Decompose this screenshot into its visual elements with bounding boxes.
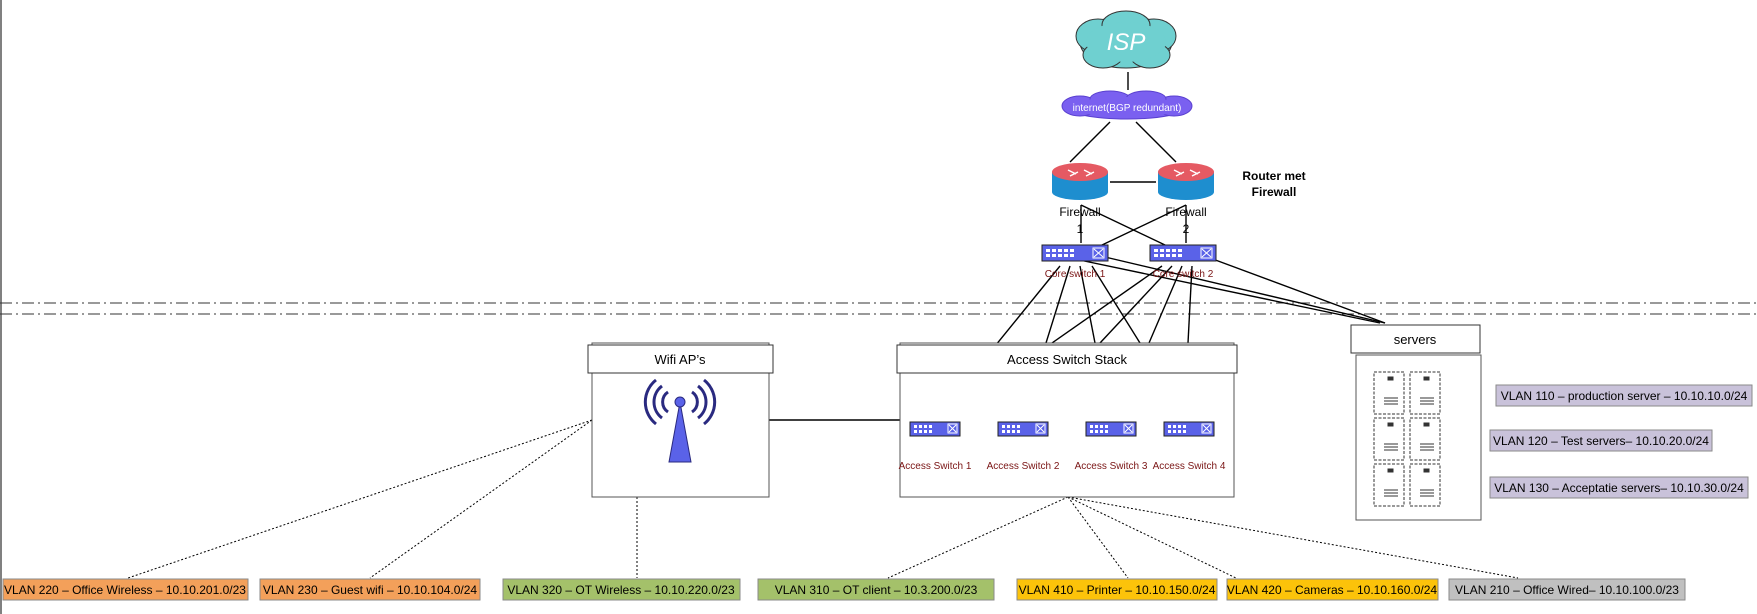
vlan-box [1448, 578, 1686, 601]
server-icon [1409, 371, 1441, 415]
access-switch-2-label: Access Switch 2 [987, 461, 1060, 472]
vlan-box [1489, 429, 1713, 452]
access-switch-1-icon [909, 421, 961, 437]
access-switch-stack-block: Access Switch Stack [896, 342, 1238, 498]
vlan-box [1226, 578, 1439, 601]
antenna-icon [643, 378, 717, 463]
core-switch-2-label: Core switch 2 [1153, 269, 1214, 280]
access-switch-2-icon [997, 421, 1049, 437]
vlan-box [1016, 578, 1218, 601]
vlan-label: VLAN 310 – OT client – 10.3.200.0/23 [775, 583, 978, 597]
internet-cloud: internet(BGP redundant) [1061, 90, 1193, 120]
vlan-label: VLAN 230 – Guest wifi – 10.10.104.0/24 [263, 583, 477, 597]
isp-cloud: ISP [1075, 10, 1177, 69]
server-icon [1409, 417, 1441, 461]
vlan-box [1489, 476, 1749, 499]
server-icon [1373, 463, 1405, 507]
access-switch-3-label: Access Switch 3 [1075, 461, 1148, 472]
isp-label: ISP [1107, 29, 1146, 56]
server-icon [1373, 371, 1405, 415]
router-caption-line1: Router met [1242, 169, 1305, 183]
vlan-box [757, 578, 995, 601]
access-switch-stack-title: Access Switch Stack [1007, 352, 1127, 367]
bottom-vlan-labels: VLAN 220 – Office Wireless – 10.10.201.0… [2, 578, 1686, 601]
router-firewall-1 [1052, 163, 1108, 200]
vlan-label: VLAN 120 – Test servers– 10.10.20.0/24 [1493, 434, 1709, 448]
server-rack-icons [1373, 371, 1441, 507]
firewall-2-label-line2: 2 [1183, 222, 1190, 236]
server-vlan-labels: VLAN 110 – production server – 10.10.10.… [1489, 384, 1753, 499]
vlan-label: VLAN 410 – Printer – 10.10.150.0/24 [1019, 583, 1216, 597]
vlan-label: VLAN 320 – OT Wireless – 10.10.220.0/23 [507, 583, 735, 597]
wifi-aps-block: Wifi AP’s [587, 342, 774, 498]
vlan-box [502, 578, 741, 601]
servers-title: servers [1394, 332, 1437, 347]
vlan-label: VLAN 110 – production server – 10.10.10.… [1501, 389, 1748, 403]
core-switch-1-icon [1041, 244, 1109, 262]
server-icon [1409, 463, 1441, 507]
core-switch-1-label: Core switch 1 [1045, 269, 1106, 280]
access-switch-4-label: Access Switch 4 [1153, 461, 1226, 472]
vlan-label: VLAN 130 – Acceptatie servers– 10.10.30.… [1494, 481, 1744, 495]
vlan-box [259, 578, 481, 601]
access-switch-3-icon [1085, 421, 1137, 437]
access-switch-1-label: Access Switch 1 [899, 461, 972, 472]
vlan-label: VLAN 210 – Office Wired– 10.10.100.0/23 [1455, 583, 1679, 597]
router-firewall-2 [1158, 163, 1214, 200]
wifi-aps-title: Wifi AP’s [654, 352, 706, 367]
access-switch-4-icon [1163, 421, 1215, 437]
core-switch-2-icon [1149, 244, 1217, 262]
vlan-box [2, 578, 249, 601]
server-icon [1373, 417, 1405, 461]
firewall-2-label-line1: Firewall [1165, 205, 1206, 219]
firewall-1-label-line2: 1 [1077, 222, 1084, 236]
vlan-label: VLAN 420 – Cameras – 10.10.160.0/24 [1227, 583, 1437, 597]
firewall-1-label-line1: Firewall [1059, 205, 1100, 219]
router-caption-line2: Firewall [1252, 185, 1297, 199]
vlan-box [1495, 384, 1753, 407]
internet-label: internet(BGP redundant) [1073, 103, 1182, 114]
vlan-links [127, 419, 1519, 579]
vlan-label: VLAN 220 – Office Wireless – 10.10.201.0… [4, 583, 246, 597]
